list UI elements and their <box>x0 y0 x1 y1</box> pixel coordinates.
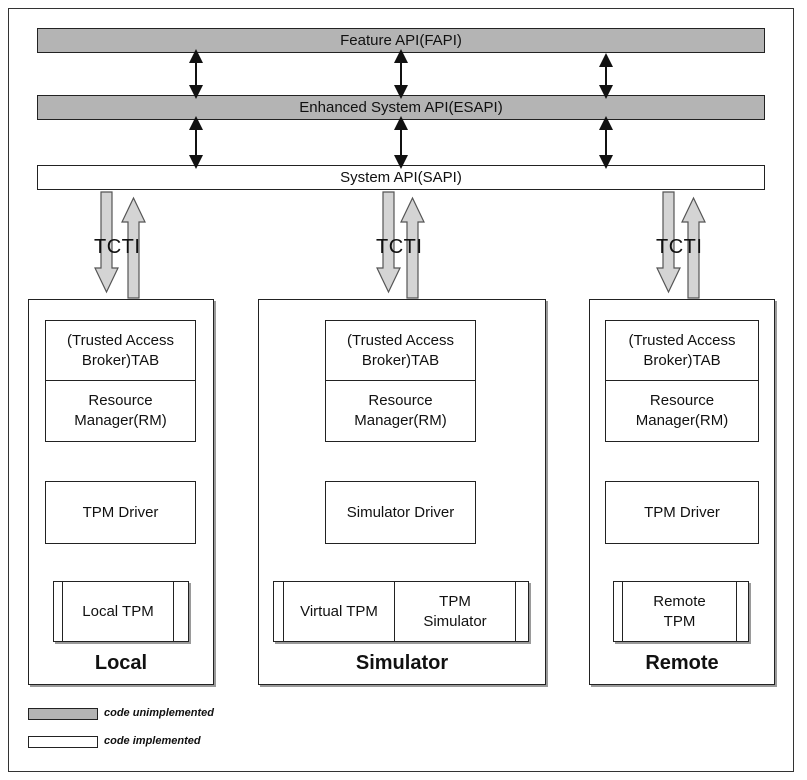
local-tpm-box: Local TPM <box>53 581 189 642</box>
legend-label-unimplemented: code unimplemented <box>104 707 215 719</box>
tcti-label-simulator: TCTI <box>376 236 423 258</box>
simulator-driver-box: Simulator Driver <box>325 481 476 544</box>
local-tpm-label: Local TPM <box>82 602 154 620</box>
tpm-box-edge-right <box>173 582 174 641</box>
tpm-box-divider <box>394 582 395 641</box>
tcti-label-remote: TCTI <box>656 236 703 258</box>
simulator-panel-title: Simulator <box>355 652 449 674</box>
remote-tpm-box: Remote TPM <box>613 581 749 642</box>
tcti-up-arrow-local <box>121 196 146 299</box>
tpm-box-edge-right <box>736 582 737 641</box>
simulator-tab-box: (Trusted Access Broker)TAB <box>325 320 476 381</box>
remote-rm-box: Resource Manager(RM) <box>605 380 759 442</box>
diagram-frame <box>8 8 794 772</box>
legend-swatch-unimplemented <box>28 708 98 720</box>
local-driver-box: TPM Driver <box>45 481 196 544</box>
tcti-down-arrow-local <box>94 191 119 294</box>
remote-driver-box: TPM Driver <box>605 481 759 544</box>
tcti-up-arrow-simulator <box>400 196 425 299</box>
esapi-label: Enhanced System API(ESAPI) <box>299 99 503 116</box>
fapi-label: Feature API(FAPI) <box>340 32 462 49</box>
tcti-down-arrow-simulator <box>376 191 401 294</box>
tpm-box-edge-left <box>62 582 63 641</box>
tpm-box-edge-left <box>622 582 623 641</box>
remote-panel-title: Remote <box>645 652 719 674</box>
tcti-down-arrow-remote <box>656 191 681 294</box>
remote-tab-box: (Trusted Access Broker)TAB <box>605 320 759 381</box>
local-panel-title: Local <box>94 652 148 674</box>
simulator-rm-box: Resource Manager(RM) <box>325 380 476 442</box>
tpm-box-edge-left <box>283 582 284 641</box>
legend-swatch-implemented <box>28 736 98 748</box>
tcti-label-local: TCTI <box>94 236 141 258</box>
legend-label-implemented: code implemented <box>104 735 201 747</box>
tcti-up-arrow-remote <box>681 196 706 299</box>
remote-tpm-label: Remote TPM <box>653 592 706 630</box>
simulator-tpm-box: Virtual TPM TPM Simulator <box>273 581 529 642</box>
virtual-tpm-label: Virtual TPM <box>300 602 378 620</box>
local-tab-box: (Trusted Access Broker)TAB <box>45 320 196 381</box>
tpm-box-edge-right <box>515 582 516 641</box>
tpm-simulator-label: TPM Simulator <box>423 592 487 630</box>
sapi-label: System API(SAPI) <box>340 169 462 186</box>
local-rm-box: Resource Manager(RM) <box>45 380 196 442</box>
